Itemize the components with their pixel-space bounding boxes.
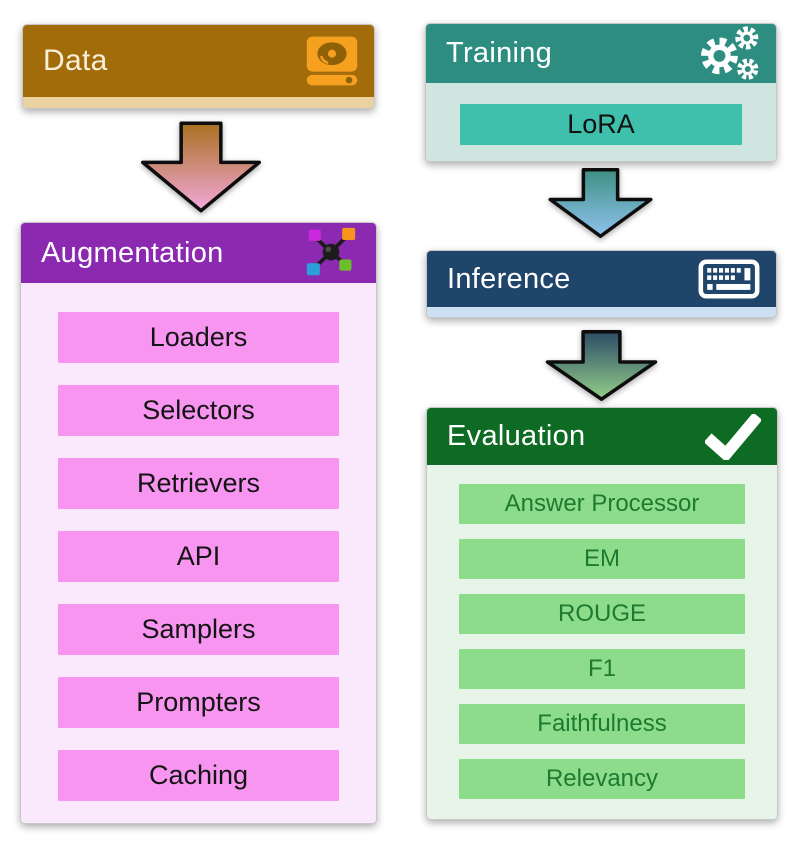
augmentation-item-samplers: Samplers <box>58 604 339 655</box>
evaluation-item-faithfulness: Faithfulness <box>459 704 745 744</box>
augmentation-box: Augmentation <box>20 222 377 824</box>
evaluation-title: Evaluation <box>447 420 586 452</box>
inference-box: Inference <box>426 250 777 318</box>
augmentation-item-retrievers: Retrievers <box>58 458 339 509</box>
training-title: Training <box>446 37 553 69</box>
evaluation-item-list: Answer Processor EM ROUGE F1 Faithfulnes… <box>427 465 777 819</box>
data-header: Data <box>23 25 374 97</box>
augmentation-item-loaders: Loaders <box>58 312 339 363</box>
training-item-list: LoRA <box>426 83 776 161</box>
evaluation-item-f1: F1 <box>459 649 745 689</box>
augmentation-item-api: API <box>58 531 339 582</box>
evaluation-item-rouge: ROUGE <box>459 594 745 634</box>
augmentation-item-selectors: Selectors <box>58 385 339 436</box>
data-title: Data <box>43 44 108 77</box>
evaluation-item-relevancy: Relevancy <box>459 759 745 799</box>
keyboard-icon <box>698 259 760 299</box>
augmentation-item-list: Loaders Selectors Retrievers API Sampler… <box>21 283 376 823</box>
augmentation-item-caching: Caching <box>58 750 339 801</box>
inference-box-bottom-strip <box>427 307 776 317</box>
evaluation-item-answer-processor: Answer Processor <box>459 484 745 524</box>
training-item-lora: LoRA <box>460 104 742 145</box>
arrow-inference-to-evaluation <box>544 330 659 401</box>
augmentation-header: Augmentation <box>21 223 376 283</box>
evaluation-item-em: EM <box>459 539 745 579</box>
training-header: Training <box>426 24 776 83</box>
data-box: Data <box>22 24 375 109</box>
data-box-bottom-strip <box>23 97 374 108</box>
network-icon <box>302 227 360 279</box>
checkmark-icon <box>705 413 761 460</box>
augmentation-title: Augmentation <box>41 236 224 269</box>
evaluation-box: Evaluation Answer Processor EM ROUGE F1 … <box>426 407 778 820</box>
arrow-training-to-inference <box>547 168 654 238</box>
hard-drive-icon <box>306 33 358 89</box>
augmentation-item-prompters: Prompters <box>58 677 339 728</box>
arrow-data-to-augmentation <box>139 121 263 213</box>
evaluation-header: Evaluation <box>427 408 777 465</box>
inference-title: Inference <box>447 262 571 295</box>
training-box: Training <box>425 23 777 162</box>
gears-icon <box>694 25 760 82</box>
inference-header: Inference <box>427 251 776 307</box>
